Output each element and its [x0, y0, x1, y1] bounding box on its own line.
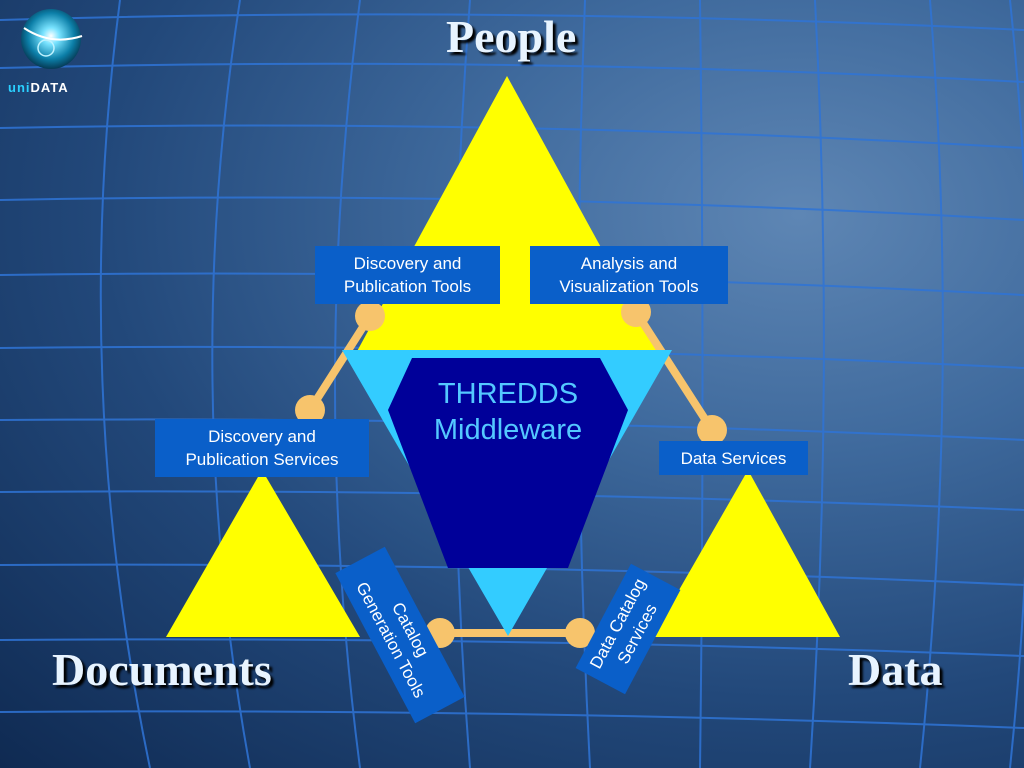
- connector-dot: [621, 297, 651, 327]
- people-heading: People: [446, 11, 577, 62]
- data-services-box: Data Services: [659, 441, 808, 475]
- connector-dot: [295, 395, 325, 425]
- documents-triangle: [166, 470, 360, 637]
- thredds-middleware-label: THREDDS Middleware: [433, 378, 583, 446]
- data-triangle: [652, 470, 840, 637]
- unidata-logo-text: uniDATA: [8, 80, 69, 95]
- connector-top-left: [306, 312, 374, 414]
- people-triangle: [355, 76, 660, 355]
- logo-suffix: DATA: [30, 80, 69, 95]
- unidata-logo-icon: [21, 9, 83, 69]
- data-heading: Data: [848, 644, 943, 695]
- connector-dot: [565, 618, 595, 648]
- connector-top-right: [632, 308, 716, 434]
- connector-dot: [355, 301, 385, 331]
- documents-heading: Documents: [52, 644, 272, 695]
- thredds-inner-shape: [388, 358, 628, 568]
- connector-dot: [697, 415, 727, 445]
- discovery-publication-tools-box: Discovery and Publication Tools: [315, 246, 500, 304]
- logo-prefix: uni: [8, 80, 31, 95]
- discovery-publication-services-box: Discovery and Publication Services: [155, 419, 369, 477]
- analysis-visualization-tools-box: Analysis and Visualization Tools: [530, 246, 728, 304]
